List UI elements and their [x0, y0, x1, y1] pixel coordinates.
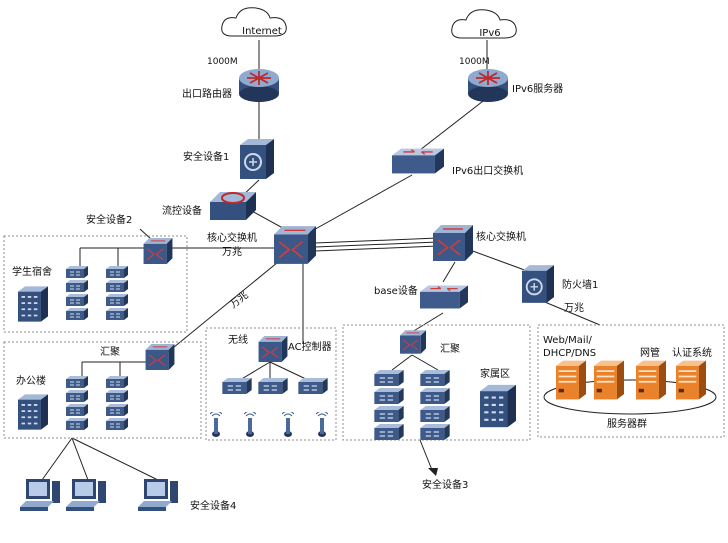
connection-lines	[41, 40, 601, 481]
server-group-label: 服务器群	[607, 417, 647, 430]
flow-control-device-icon	[210, 192, 256, 220]
ac-controller-icon	[258, 336, 288, 362]
internet-label: Internet	[242, 26, 282, 37]
wireless-switch-1	[222, 378, 252, 394]
exit-router-icon	[239, 68, 279, 102]
auth-system-label: 认证系统	[672, 346, 712, 359]
dorm-building-icon	[18, 286, 48, 322]
10g-label-office: 万兆	[227, 289, 250, 311]
auth-system-server-icon	[676, 360, 706, 400]
office-label: 办公楼	[16, 374, 46, 387]
dorm-label: 学生宿舍	[12, 265, 52, 278]
core-switch-right-label: 核心交换机	[476, 230, 526, 243]
core-switch-left-label: 核心交换机	[207, 231, 257, 244]
flow-control-label: 流控设备	[162, 204, 202, 217]
ipv6-cloud: IPv6	[451, 9, 517, 39]
wireless-ap-icon	[210, 412, 222, 438]
dorm-zone	[3, 235, 188, 333]
internet-bandwidth-label: 1000M	[207, 57, 238, 67]
office-zone	[3, 341, 202, 439]
security-device-1-label: 安全设备1	[183, 150, 229, 163]
exit-router-label: 出口路由器	[182, 87, 232, 100]
family-area-label: 家属区	[480, 367, 510, 380]
wireless-ap-icon	[282, 412, 294, 438]
server-group-ring	[543, 379, 717, 415]
firewall-label: 防火墙1	[562, 278, 598, 291]
security-device-4-label: 安全设备4	[190, 499, 236, 512]
ipv6-cloud-label: IPv6	[479, 28, 500, 39]
core-switch-left-icon	[274, 226, 316, 264]
security-device-2-label: 安全设备2	[86, 213, 132, 226]
office-aggregation-label: 汇聚	[100, 345, 120, 358]
dorm-access-switch-stacks	[66, 266, 128, 320]
ipv6-exit-switch-icon	[392, 147, 444, 175]
pc-icon	[138, 479, 178, 511]
family-area-zone	[342, 324, 531, 441]
office-building-icon	[18, 394, 48, 430]
10g-label-dorm: 万兆	[222, 246, 242, 258]
ac-controller-label: AC控制器	[288, 340, 332, 353]
ipv6-bandwidth-label: 1000M	[459, 57, 490, 67]
network-mgmt-server-icon	[636, 360, 666, 400]
family-building-icon	[480, 384, 516, 428]
ipv6-server-label: IPv6服务器	[512, 82, 563, 95]
wireless-ap-icon	[316, 412, 328, 438]
wireless-switch-3	[298, 378, 328, 394]
network-mgmt-label: 网管	[640, 346, 660, 359]
server-zone	[537, 324, 725, 438]
web-mail-label: Web/Mail/	[543, 335, 592, 346]
core-switch-right-icon	[433, 224, 473, 262]
ipv6-exit-switch-label: IPv6出口交换机	[452, 164, 523, 177]
pc-icon	[20, 479, 60, 511]
family-aggregation-switch-icon	[400, 330, 426, 354]
office-aggregation-switch-icon	[145, 344, 175, 370]
family-access-switch-stacks	[374, 370, 450, 440]
security-device-3-label: 安全设备3	[422, 478, 468, 491]
office-access-switch-stacks	[66, 376, 128, 430]
family-aggregation-label: 汇聚	[440, 342, 460, 355]
security-device-1-icon	[240, 137, 274, 181]
dhcp-dns-server-icon	[594, 360, 624, 400]
web-mail-server-icon	[556, 360, 586, 400]
dhcp-dns-label: DHCP/DNS	[543, 348, 596, 359]
wireless-switch-2	[258, 378, 288, 394]
internet-cloud: Internet	[221, 7, 287, 37]
ipv6-server-router-icon	[468, 68, 508, 102]
base-device-label: base设备	[374, 284, 418, 297]
10g-label-server: 万兆	[564, 302, 584, 314]
security-device-2-icon	[143, 238, 173, 264]
wireless-label: 无线	[228, 333, 248, 346]
wireless-ap-icon	[244, 412, 256, 438]
base-device-icon	[420, 284, 468, 310]
pc-icon	[66, 479, 106, 511]
firewall-icon	[522, 265, 554, 303]
wireless-zone	[205, 327, 337, 441]
